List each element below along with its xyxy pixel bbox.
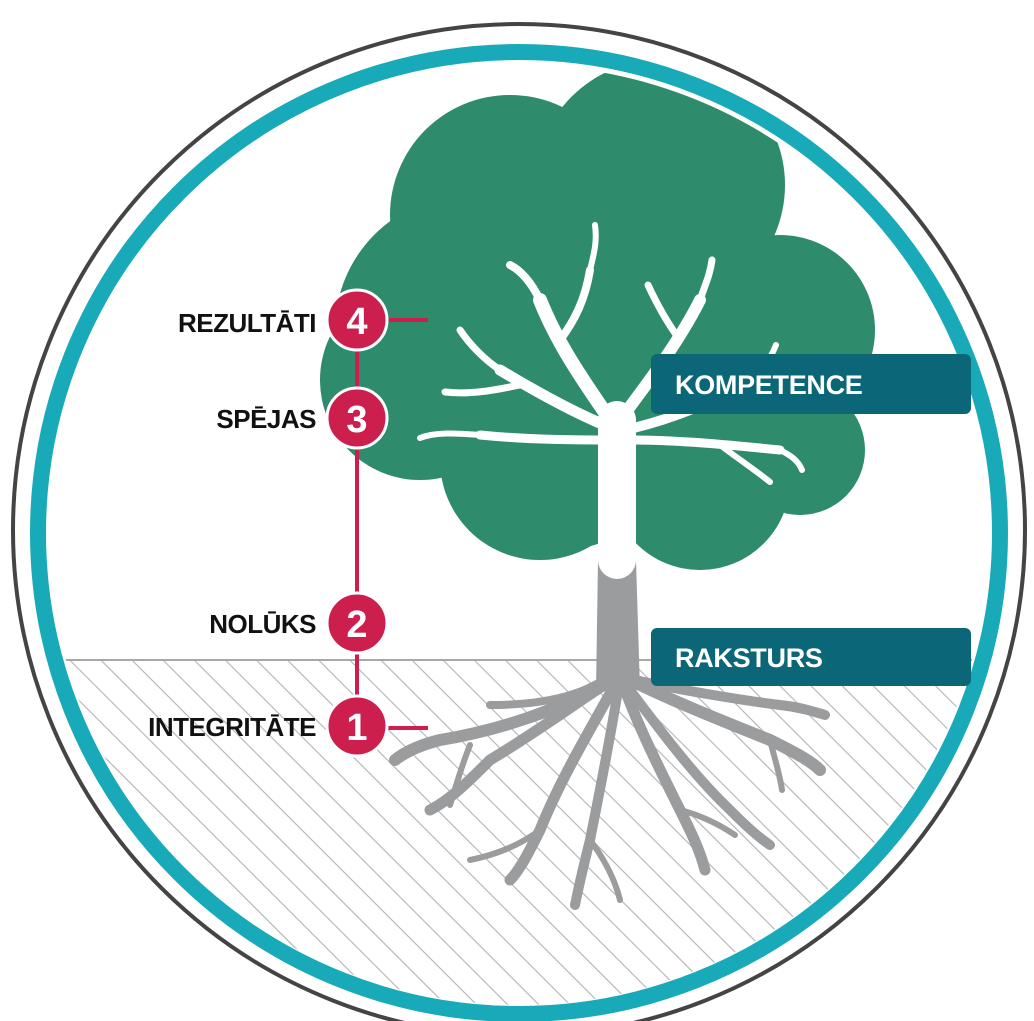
band-kompetence-bg (651, 354, 971, 414)
band-raksturs: RAKSTURS (651, 628, 971, 686)
step-4: 4 REZULTĀTI (178, 288, 389, 352)
step-3-number: 3 (346, 399, 367, 441)
step-1: 1 INTEGRITĀTE (148, 694, 389, 758)
step-2-marker (325, 591, 389, 655)
step-3-marker (325, 386, 389, 450)
step-3: 3 SPĒJAS (216, 386, 389, 450)
tree-roots (389, 674, 830, 910)
step-2-label: NOLŪKS (209, 609, 316, 639)
step-1-marker (325, 694, 389, 758)
step-2-number: 2 (346, 604, 367, 646)
step-1-number: 1 (346, 707, 367, 749)
step-3-label: SPĒJAS (216, 404, 316, 434)
tree-trunk (596, 560, 640, 690)
band-raksturs-label: RAKSTURS (675, 643, 823, 673)
step-4-label: REZULTĀTI (178, 308, 316, 338)
step-4-marker (325, 288, 389, 352)
band-kompetence-label: KOMPETENCE (675, 370, 863, 400)
step-4-number: 4 (346, 301, 367, 343)
band-kompetence: KOMPETENCE (651, 354, 971, 414)
band-raksturs-bg (651, 628, 971, 686)
step-2: 2 NOLŪKS (209, 591, 389, 655)
step-1-label: INTEGRITĀTE (148, 712, 316, 742)
